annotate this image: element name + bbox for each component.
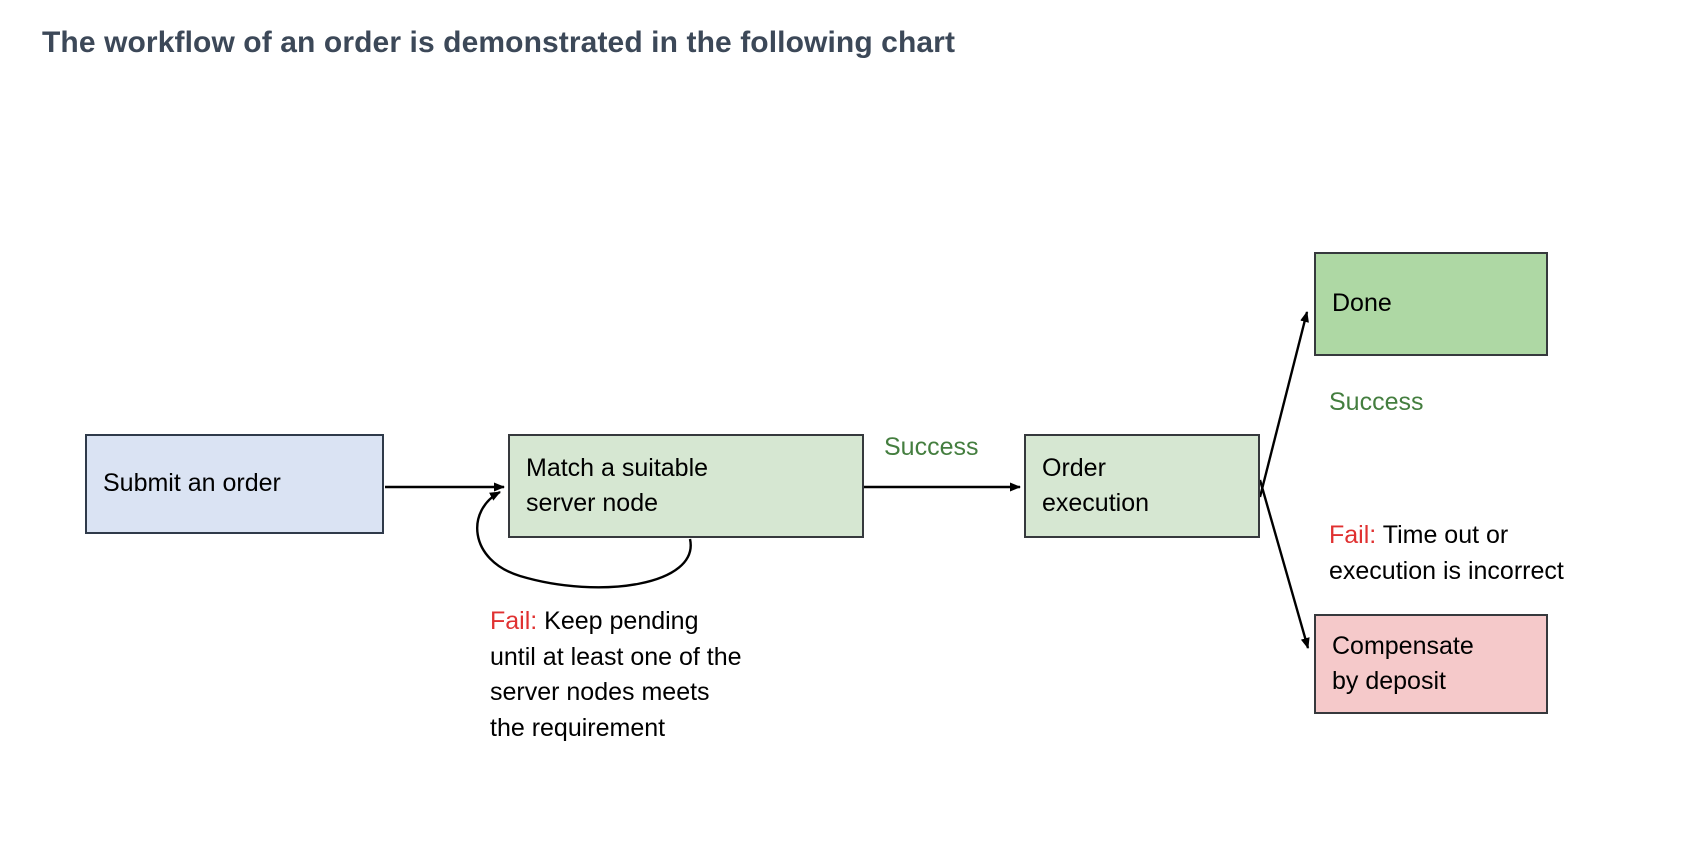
- annotation-fail-match-loop-text: Keep pending until at least one of the s…: [490, 607, 742, 742]
- fail-keyword: Fail:: [490, 607, 538, 635]
- node-match-a-suitable-server-node[interactable]: Match a suitable server node: [508, 434, 864, 538]
- annotation-fail-order-execution: Fail: Time out or execution is incorrect: [1329, 518, 1659, 589]
- node-order-execution[interactable]: Order execution: [1024, 434, 1260, 538]
- annotation-fail-match-loop: Fail: Keep pending until at least one of…: [490, 604, 820, 746]
- edge-order-to-compensate: [1258, 479, 1310, 649]
- edge-order-to-done: [1258, 311, 1309, 498]
- node-compensate-by-deposit[interactable]: Compensate by deposit: [1314, 614, 1548, 714]
- edge-label-success-match-to-order: Success: [884, 433, 979, 461]
- fail-keyword: Fail:: [1329, 521, 1377, 549]
- edge-label-success-order-to-done: Success: [1329, 388, 1424, 416]
- node-submit-an-order[interactable]: Submit an order: [85, 434, 384, 534]
- annotation-fail-order-execution-text: Time out or execution is incorrect: [1329, 521, 1564, 585]
- page-title: The workflow of an order is demonstrated…: [42, 26, 956, 59]
- node-done[interactable]: Done: [1314, 252, 1548, 356]
